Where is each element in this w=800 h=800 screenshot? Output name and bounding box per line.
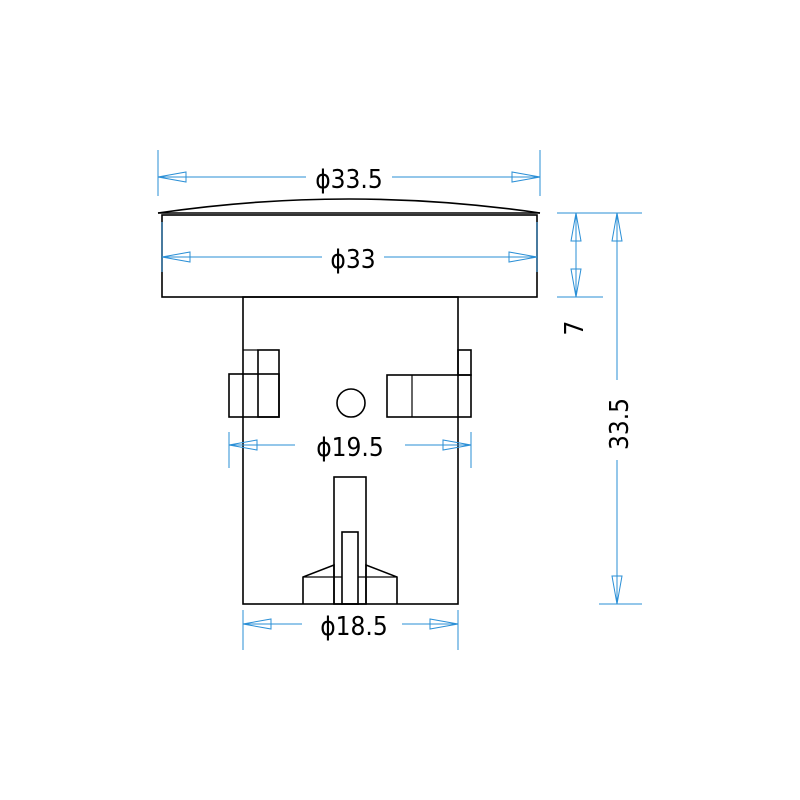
dimension-total-height: 33.5 [599,212,642,605]
dimension-body: ϕ19.5 [228,428,472,468]
cap-dome [157,198,541,214]
dim-label-cap-outer: ϕ33.5 [315,165,383,195]
dim-label-cap-height: 7 [560,321,590,336]
dimension-base: ϕ18.5 [242,607,459,650]
dimension-cap: ϕ33 [161,222,538,275]
dim-label-base: ϕ18.5 [320,612,388,642]
dim-label-body: ϕ19.5 [316,433,384,463]
left-snap-clip [228,349,280,418]
terminal-pin [302,476,398,605]
right-snap-clip [386,349,472,418]
indicator-hole [336,388,366,418]
dimension-cap-height: 7 [557,212,642,336]
dimension-cap-outer: ϕ33.5 [157,150,541,196]
dim-label-total-height: 33.5 [605,398,635,450]
dim-label-cap: ϕ33 [330,245,375,275]
